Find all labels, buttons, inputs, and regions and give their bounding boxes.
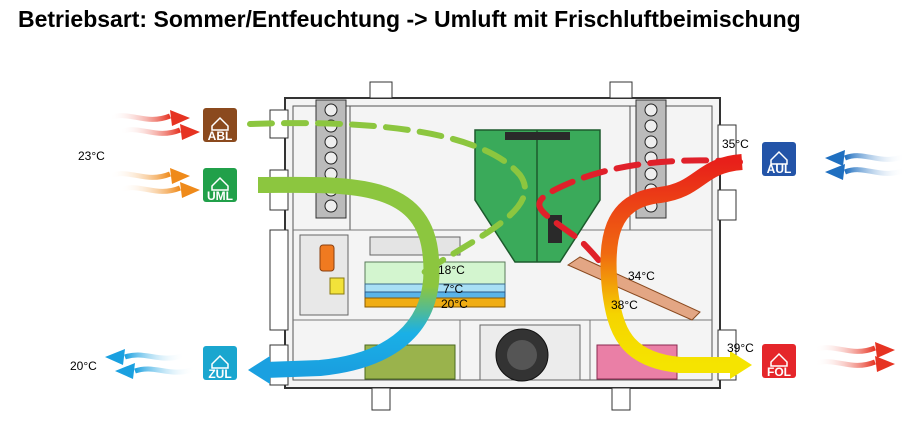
fan-disc: [324, 135, 338, 149]
uml-inflow-waves: [109, 168, 200, 198]
temp-aul: 35°C: [722, 137, 749, 151]
aul-to-fol-path: [600, 154, 743, 373]
house-icon: [211, 354, 229, 369]
house-icon: [211, 176, 229, 191]
abl-badge-label: ABL: [208, 129, 233, 143]
aul-badge-label: AUL: [767, 162, 792, 176]
house-icon: [770, 150, 788, 165]
house-icon: [211, 116, 229, 131]
uml-badge-bg: [203, 168, 237, 202]
aul-dashed-path: [536, 157, 743, 293]
temp-after-condenser: 38°C: [611, 298, 638, 312]
temp-fol: 39°C: [727, 341, 754, 355]
fan-disc: [644, 103, 658, 117]
temp-pipe: 34°C: [628, 269, 655, 283]
aul-badge-bg: [762, 142, 796, 176]
fan-disc: [324, 103, 338, 117]
temp-coil-top: 18°C: [438, 263, 465, 277]
abl-badge-bg: [203, 108, 237, 142]
fol-badge: FOL: [762, 344, 796, 379]
fol-badge-label: FOL: [767, 365, 791, 379]
fan-disc: [644, 135, 658, 149]
aul-inflow-waves: [825, 150, 906, 180]
fan-disc: [324, 199, 338, 213]
house-icon: [770, 352, 788, 367]
fan-disc: [324, 151, 338, 165]
uml-badge: UML: [203, 168, 237, 203]
zul-outflow-waves: [105, 349, 196, 379]
zul-arrowhead: [248, 356, 270, 384]
uml-flow-path: [257, 176, 440, 378]
abl-inflow-waves: [109, 110, 200, 140]
temp-outlet-left: 20°C: [70, 359, 97, 373]
aul-badge: AUL: [762, 142, 796, 176]
zul-badge-bg: [203, 346, 237, 380]
fol-outflow-waves: [814, 342, 895, 372]
fan-disc: [644, 119, 658, 133]
fol-arrowhead: [730, 351, 752, 379]
abl-badge: ABL: [203, 108, 237, 143]
zul-badge: ZUL: [203, 346, 237, 381]
abl-dashed-path: [247, 120, 528, 278]
fan-disc: [644, 167, 658, 181]
temp-coil-bottom: 20°C: [441, 297, 468, 311]
zul-badge-label: ZUL: [208, 367, 231, 381]
temp-coil-mid: 7°C: [443, 282, 463, 296]
fol-badge-bg: [762, 344, 796, 378]
temp-inlet-left: 23°C: [78, 149, 105, 163]
uml-badge-label: UML: [207, 189, 233, 203]
page-title: Betriebsart: Sommer/Entfeuchtung -> Umlu…: [18, 6, 801, 32]
